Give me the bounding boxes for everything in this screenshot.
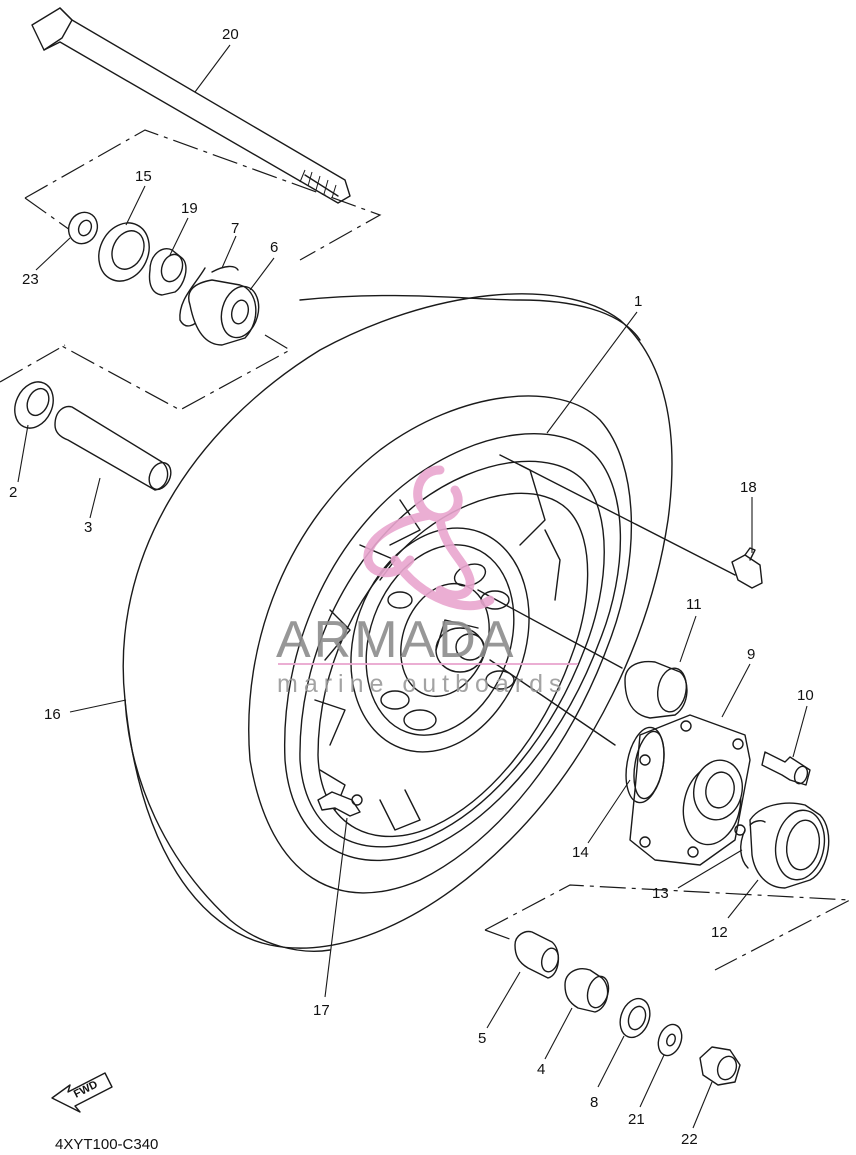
bearing-4 (564, 968, 610, 1013)
callout-22: 22 (681, 1131, 698, 1148)
callout-7: 7 (231, 220, 239, 237)
callout-20: 20 (222, 26, 239, 43)
circlip-13 (740, 820, 766, 869)
callout-5: 5 (478, 1030, 486, 1047)
washer-23 (67, 211, 99, 245)
callout-16: 16 (44, 706, 61, 723)
callout-18: 18 (740, 479, 757, 496)
spacer-19 (148, 248, 187, 296)
callout-13: 13 (652, 885, 669, 902)
callout-6: 6 (270, 239, 278, 256)
washer-21 (657, 1023, 683, 1057)
callout-4: 4 (537, 1061, 545, 1078)
oil-seal-2 (14, 381, 54, 429)
callout-15: 15 (135, 168, 152, 185)
collar-11 (624, 660, 688, 719)
callout-11: 11 (686, 596, 702, 613)
callout-12: 12 (711, 924, 728, 941)
bearing-6 (188, 279, 260, 346)
collar-3 (54, 405, 172, 491)
axle (31, 7, 351, 204)
clip-18 (731, 547, 763, 589)
callout-1: 1 (634, 293, 642, 310)
oil-seal-15 (98, 222, 150, 282)
callout-10: 10 (797, 687, 814, 704)
watermark: ARMADA marine outboards (276, 465, 578, 698)
callout-19: 19 (181, 200, 198, 217)
callout-3: 3 (84, 519, 92, 536)
drawing-code: 4XYT100-C340 (55, 1136, 158, 1153)
valve-17 (317, 791, 363, 817)
oil-seal-8 (619, 997, 651, 1039)
watermark-brand: ARMADA (276, 611, 516, 669)
callout-8: 8 (590, 1094, 598, 1111)
nut-22 (699, 1046, 741, 1086)
fwd-arrow-icon: FWD (51, 1072, 113, 1113)
callout-9: 9 (747, 646, 755, 663)
left-upper-group-outline (24, 129, 382, 261)
callout-14: 14 (572, 844, 589, 861)
callout-labels: 1 2 3 4 5 6 7 8 9 10 11 12 13 14 15 16 1… (9, 26, 814, 1148)
watermark-logo-icon (363, 465, 495, 611)
leader-lines (17, 44, 808, 1129)
bolt-10 (761, 751, 811, 786)
assembly-line-9 (489, 659, 616, 746)
callout-21: 21 (628, 1111, 645, 1128)
o-ring-14 (625, 726, 665, 804)
callout-23: 23 (22, 271, 39, 288)
assembly-line-11 (477, 589, 623, 669)
oil-seal-12 (749, 802, 830, 889)
tire (122, 293, 673, 952)
callout-17: 17 (313, 1002, 330, 1019)
callout-2: 2 (9, 484, 17, 501)
sprocket-hub-9 (629, 714, 751, 866)
watermark-tagline: marine outboards (277, 670, 568, 698)
left-upper-group-outline-lower (24, 197, 292, 411)
circlip-7 (179, 265, 239, 327)
collar-5 (514, 930, 560, 979)
assembly-line-18 (519, 464, 736, 576)
left-lower-group-outline (0, 344, 66, 383)
